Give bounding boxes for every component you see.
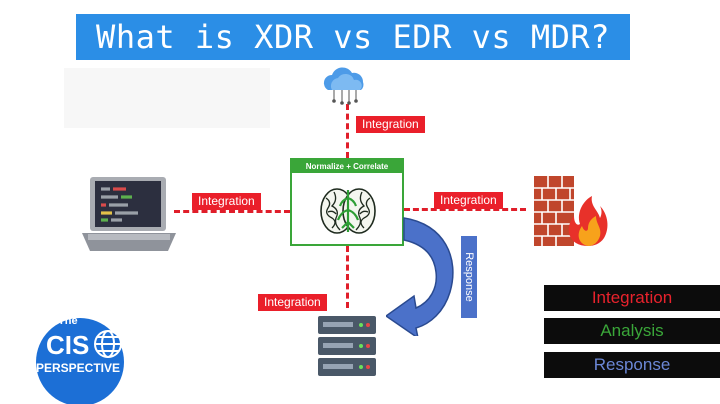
connector-bottom: [346, 246, 349, 308]
server-icon: [318, 316, 376, 376]
connector-left: [174, 210, 290, 213]
connector-right: [404, 208, 526, 211]
legend-analysis: Analysis: [544, 318, 720, 344]
normalize-correlate-header: Normalize + Correlate: [292, 160, 402, 173]
firewall-icon: [534, 176, 608, 246]
background-panel: [64, 68, 270, 128]
cis-perspective-logo: The CIS PERSPECTIVE: [36, 315, 124, 404]
response-arrow-icon: [386, 217, 454, 336]
integration-label-top: Integration: [356, 116, 425, 133]
legend-response: Response: [544, 352, 720, 378]
response-label-text: Response: [463, 252, 475, 302]
integration-label-bottom: Integration: [258, 294, 327, 311]
normalize-correlate-box: Normalize + Correlate: [290, 158, 404, 246]
legend-integration: Integration: [544, 285, 720, 311]
cloud-network-icon: [323, 67, 364, 105]
logo-text-the: The: [58, 315, 78, 327]
globe-icon: [94, 330, 122, 358]
integration-label-left: Integration: [192, 193, 261, 210]
connector-top: [346, 104, 349, 158]
logo-text-cis: CIS: [46, 330, 89, 360]
brain-icon: [320, 188, 376, 234]
logo-text-perspective: PERSPECTIVE: [36, 361, 120, 375]
integration-label-right: Integration: [434, 192, 503, 209]
laptop-icon: [82, 177, 176, 251]
response-label: Response: [461, 236, 477, 318]
page-title: What is XDR vs EDR vs MDR?: [76, 14, 630, 60]
